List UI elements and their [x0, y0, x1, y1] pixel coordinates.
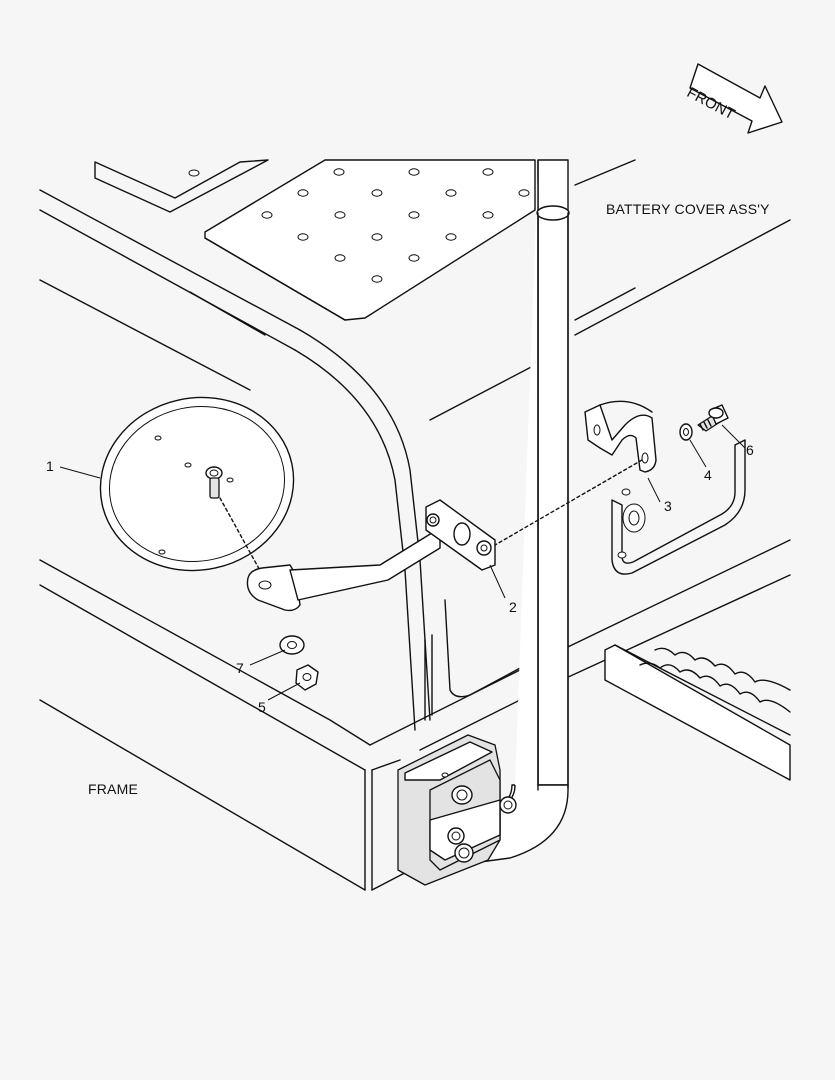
front-direction-arrow — [689, 63, 783, 134]
access-panel — [611, 439, 746, 575]
callout-6: 6 — [746, 442, 754, 458]
part-6-bolt — [697, 404, 729, 432]
perforation-hole — [445, 233, 457, 241]
perforation-hole — [408, 211, 420, 219]
callout-1: 1 — [46, 458, 54, 474]
callout-5: 5 — [258, 699, 266, 715]
frame-label: FRAME — [88, 781, 138, 797]
part-1-mirror — [99, 396, 295, 586]
part-7-washer — [279, 635, 305, 655]
callout-4: 4 — [704, 467, 712, 483]
pipe-mount-block — [397, 734, 517, 886]
perforation-hole — [445, 189, 457, 197]
perforation-hole — [482, 168, 494, 176]
perforation-hole — [371, 275, 383, 283]
perforation-hole — [408, 168, 420, 176]
battery-cover-label: BATTERY COVER ASS'Y — [606, 201, 770, 217]
part-3-pipe-clamp — [494, 400, 657, 546]
perforation-hole — [371, 233, 383, 241]
perforation-hole — [261, 211, 273, 219]
perforation-hole — [518, 189, 530, 197]
callout-7: 7 — [236, 660, 244, 676]
perforation-hole — [408, 254, 420, 262]
perforation-hole — [334, 211, 346, 219]
perforation-hole — [333, 168, 345, 176]
part-5-nut — [295, 664, 319, 691]
callout-3: 3 — [664, 498, 672, 514]
perforation-hole — [482, 211, 494, 219]
part-4-washer — [679, 423, 693, 441]
perforation-hole — [297, 189, 309, 197]
top-step-plate-left — [94, 159, 269, 213]
callout-2: 2 — [509, 599, 517, 615]
perforation-hole — [297, 233, 309, 241]
battery-cover-top-plate — [204, 159, 536, 321]
perforation-hole — [334, 254, 346, 262]
side-step — [604, 644, 791, 781]
part-2-mirror-stay — [246, 499, 496, 612]
perforation-hole — [371, 189, 383, 197]
leader-lines — [59, 424, 746, 701]
